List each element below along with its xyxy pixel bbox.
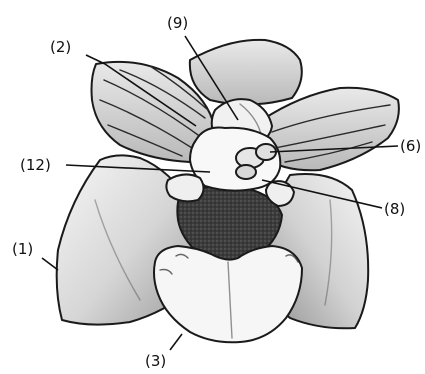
dorsal-sepal [190, 40, 302, 105]
leader-2 [86, 55, 105, 64]
label-12: (12) [20, 156, 51, 174]
label-8: (8) [384, 200, 405, 218]
leader-3 [170, 334, 182, 350]
label-6: (6) [400, 137, 421, 155]
stigma [236, 165, 256, 179]
label-1: (1) [12, 240, 33, 258]
label-3: (3) [145, 352, 166, 370]
label-2: (2) [50, 38, 71, 56]
callus [166, 174, 203, 201]
labellum-lip [154, 246, 302, 342]
leader-1 [42, 258, 58, 270]
label-9: (9) [167, 14, 188, 32]
